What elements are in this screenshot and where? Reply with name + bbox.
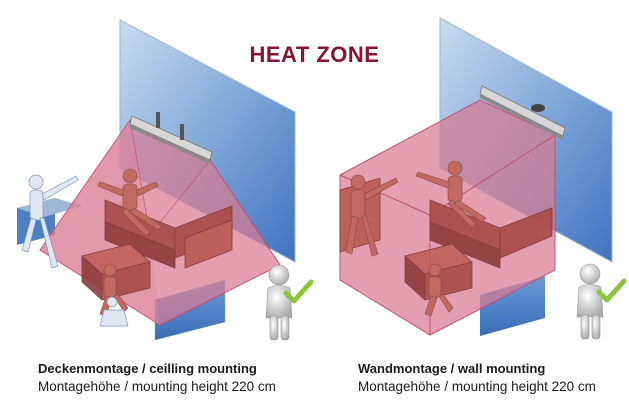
person-icon bbox=[345, 174, 399, 257]
check-icon bbox=[283, 279, 314, 304]
heater-icon bbox=[479, 85, 566, 140]
ceiling-mount-scene bbox=[17, 19, 314, 341]
right-caption: Wandmontage / wall mounting Montagehöhe … bbox=[358, 360, 596, 396]
person-icon bbox=[265, 264, 293, 341]
person-icon bbox=[576, 263, 604, 340]
person-icon bbox=[99, 296, 129, 327]
person-icon bbox=[99, 263, 129, 317]
check-icon bbox=[596, 278, 627, 303]
person-icon bbox=[424, 263, 454, 317]
wall-mount-scene bbox=[339, 17, 627, 340]
caption-main: Deckenmontage / ceilling mounting bbox=[38, 361, 257, 376]
diagram-title: HEAT ZONE bbox=[249, 42, 380, 67]
caption-sub: Montagehöhe / mounting height 220 cm bbox=[358, 379, 596, 394]
heater-icon bbox=[129, 112, 213, 164]
left-caption: Deckenmontage / ceilling mounting Montag… bbox=[38, 360, 276, 396]
caption-main: Wandmontage / wall mounting bbox=[358, 361, 546, 376]
person-icon bbox=[415, 160, 487, 229]
person-icon bbox=[97, 168, 163, 237]
back-wall bbox=[119, 19, 296, 263]
caption-sub: Montagehöhe / mounting height 220 cm bbox=[38, 379, 276, 394]
person-icon bbox=[21, 174, 79, 269]
